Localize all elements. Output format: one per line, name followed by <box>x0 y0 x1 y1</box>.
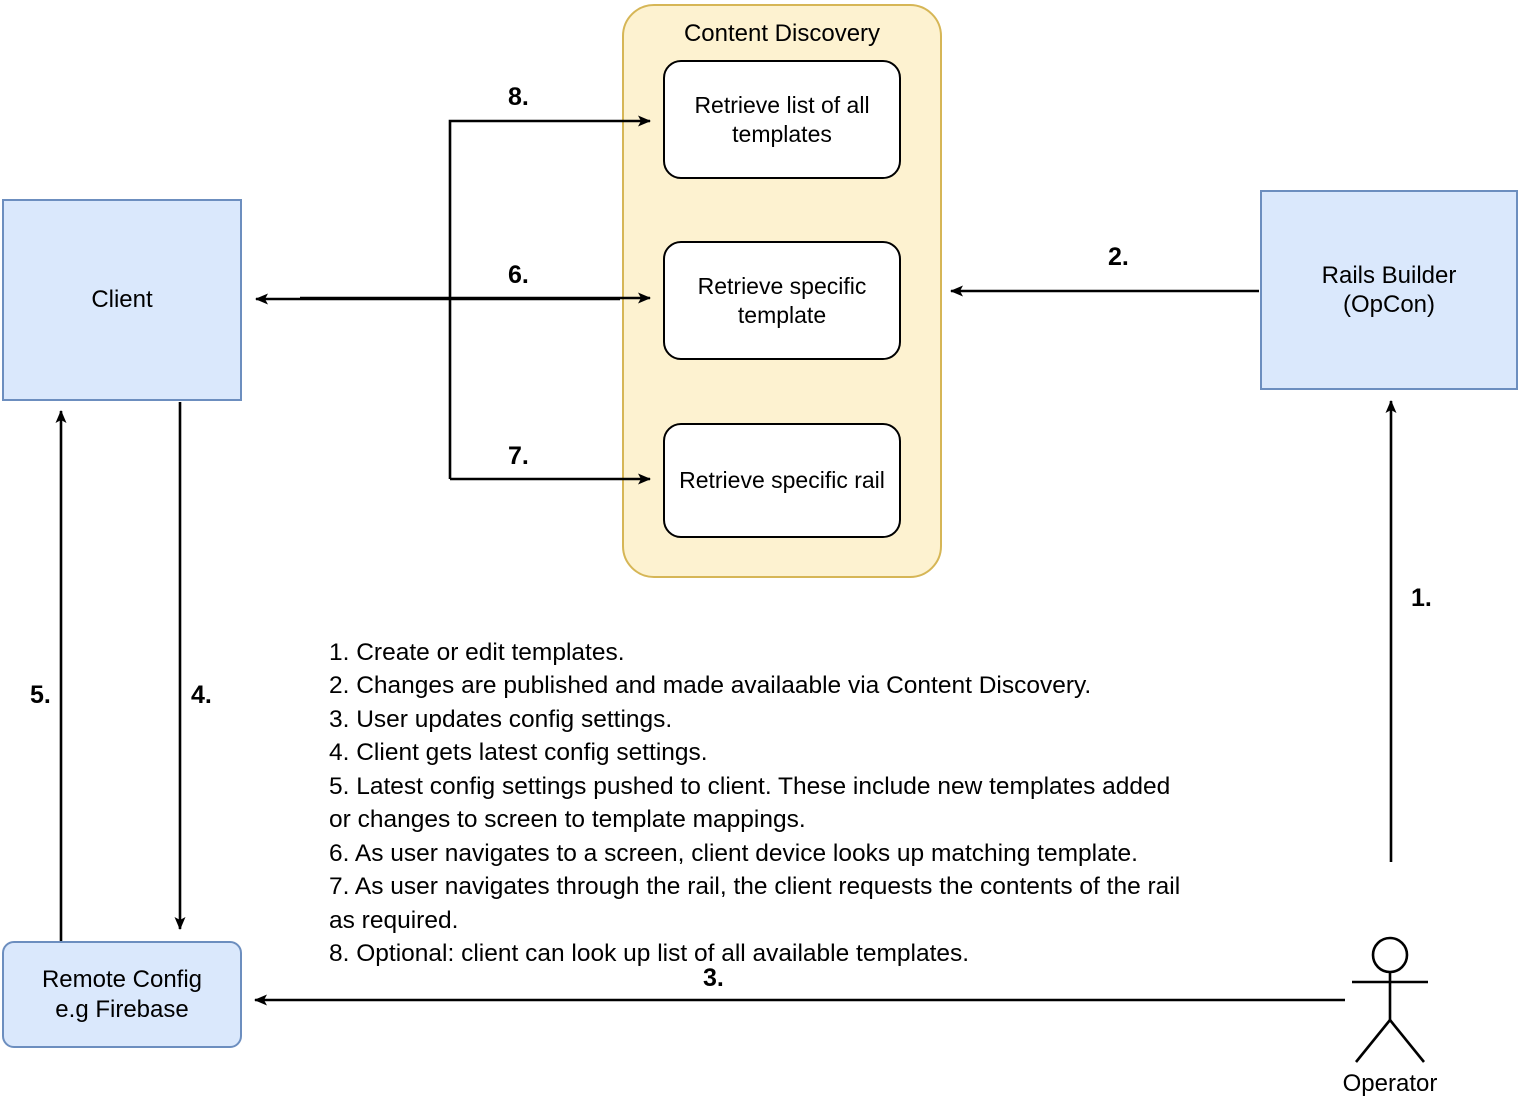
node-retrieve-specific-template-line1: Retrieve specific <box>697 273 867 300</box>
edge-label-7: 7. <box>508 442 529 470</box>
edge-label-8: 8. <box>508 83 529 111</box>
node-retrieve-specific-rail[interactable]: Retrieve specific rail <box>663 423 901 538</box>
edge-8 <box>448 115 651 479</box>
edge-label-2: 2. <box>1108 243 1129 271</box>
node-retrieve-specific-rail-line1: Retrieve specific rail <box>679 467 885 494</box>
edge-label-5: 5. <box>30 681 51 709</box>
node-retrieve-specific-template-line2: template <box>737 301 827 328</box>
steps-legend: 1. Create or edit templates. 2. Changes … <box>329 639 1181 967</box>
node-client[interactable]: Client <box>2 199 242 401</box>
node-rails-builder-label-line2: (OpCon) <box>1342 291 1436 318</box>
node-remote-config[interactable]: Remote Config e.g Firebase <box>2 941 242 1048</box>
edge-label-3: 3. <box>703 964 724 992</box>
operator-icon <box>1352 936 1428 1063</box>
node-rails-builder-label-line1: Rails Builder <box>1321 261 1457 289</box>
edge-label-1: 1. <box>1411 584 1432 612</box>
node-client-label: Client <box>91 286 153 314</box>
node-remote-config-label-line1: Remote Config <box>41 966 203 994</box>
edge-label-4: 4. <box>191 681 212 709</box>
operator-label: Operator <box>1342 1070 1438 1097</box>
node-retrieve-all-templates[interactable]: Retrieve list of all templates <box>663 60 901 179</box>
node-rails-builder[interactable]: Rails Builder (OpCon) <box>1260 190 1518 390</box>
node-remote-config-label-line2: e.g Firebase <box>55 995 189 1023</box>
content-discovery-title: Content Discovery <box>683 20 881 47</box>
edge-label-6: 6. <box>508 261 529 289</box>
node-retrieve-all-templates-line1: Retrieve list of all <box>694 92 870 119</box>
node-retrieve-all-templates-line2: templates <box>732 120 832 147</box>
node-retrieve-specific-template[interactable]: Retrieve specific template <box>663 241 901 360</box>
